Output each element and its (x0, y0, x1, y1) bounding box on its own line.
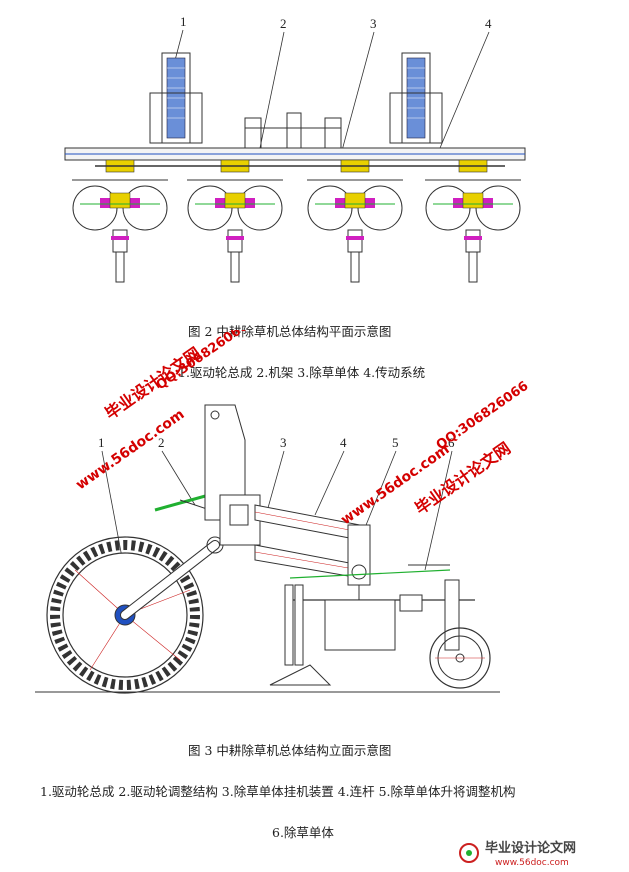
gauge-wheel (429, 627, 491, 689)
leader-4 (439, 31, 490, 149)
figure-3-caption: 图 3 中耕除草机总体结构立面示意图 (188, 743, 392, 758)
logo-icon (459, 843, 479, 863)
center-hitch (244, 112, 342, 154)
callout-2: 2 (158, 435, 165, 450)
footer-brand: 毕业设计论文网 (485, 840, 576, 856)
callout-3: 3 (370, 16, 377, 31)
figure-2-caption: 图 2 中耕除草机总体结构平面示意图 (188, 324, 392, 339)
callout-1: 1 (98, 435, 105, 450)
figure-2-svg: 1 2 3 4 (64, 14, 526, 283)
callout-4: 4 (340, 435, 347, 450)
callout-1: 1 (180, 14, 187, 29)
figure-3-svg: 1 2 3 4 5 6 (35, 404, 500, 694)
callout-6: 6 (448, 435, 455, 450)
linkage-bars (254, 504, 361, 579)
lift-adjust (347, 524, 371, 605)
leader-3 (339, 31, 375, 159)
weeding-unit-4 (425, 159, 521, 283)
weeding-unit-body (269, 564, 475, 686)
drive-wheel-left (149, 52, 203, 144)
footer-watermark: 毕业设计论文网 www.56doc.com (455, 838, 625, 868)
weeding-unit-2 (187, 159, 283, 283)
weeding-unit-1 (72, 159, 168, 283)
frame-mast (204, 404, 261, 546)
leader-2 (259, 31, 285, 149)
callout-5: 5 (392, 435, 399, 450)
footer-logo: 毕业设计论文网 www.56doc.com (459, 840, 576, 868)
callout-3: 3 (280, 435, 287, 450)
footer-site: www.56doc.com (495, 858, 569, 868)
drive-wheel-right (389, 52, 443, 144)
figure-2-drawing: 1 2 3 4 (55, 8, 555, 298)
figure-3-legend-line2: 6.除草单体 (272, 825, 334, 840)
callout-4: 4 (485, 16, 492, 31)
weeding-unit-3 (307, 159, 403, 283)
figure-2-legend: 1.驱动轮总成 2.机架 3.除草单体 4.传动系统 (178, 365, 426, 380)
figure-3-legend-line1: 1.驱动轮总成 2.驱动轮调整结构 3.除草单体挂机装置 4.连杆 5.除草单体… (40, 784, 516, 799)
callout-2: 2 (280, 16, 287, 31)
figure-3-drawing: 1 2 3 4 5 6 (30, 400, 605, 700)
